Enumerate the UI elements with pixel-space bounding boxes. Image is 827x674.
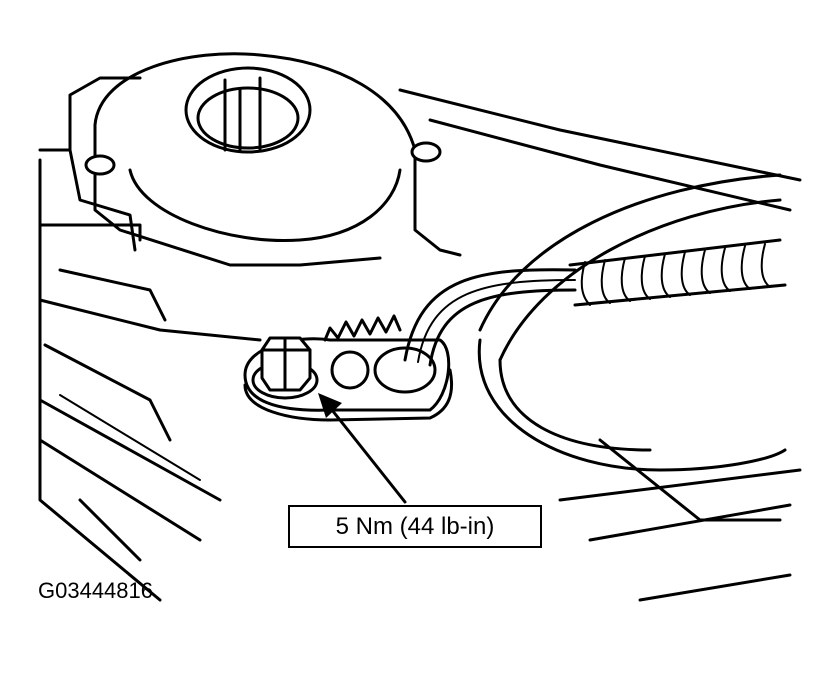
torque-label: 5 Nm (44 lb-in): [335, 512, 495, 540]
callout-leader: [318, 393, 407, 504]
torque-callout: 5 Nm (44 lb-in): [288, 505, 542, 548]
figure-id: G03444816: [38, 578, 153, 603]
bolt: [251, 336, 319, 400]
wire-conduit: [568, 238, 787, 307]
wire-harness: [403, 268, 577, 367]
cylinder-housing: [477, 173, 787, 472]
housing-outline: [38, 76, 802, 602]
sensor-bracket: [243, 314, 454, 422]
upper-boss: [84, 52, 462, 267]
